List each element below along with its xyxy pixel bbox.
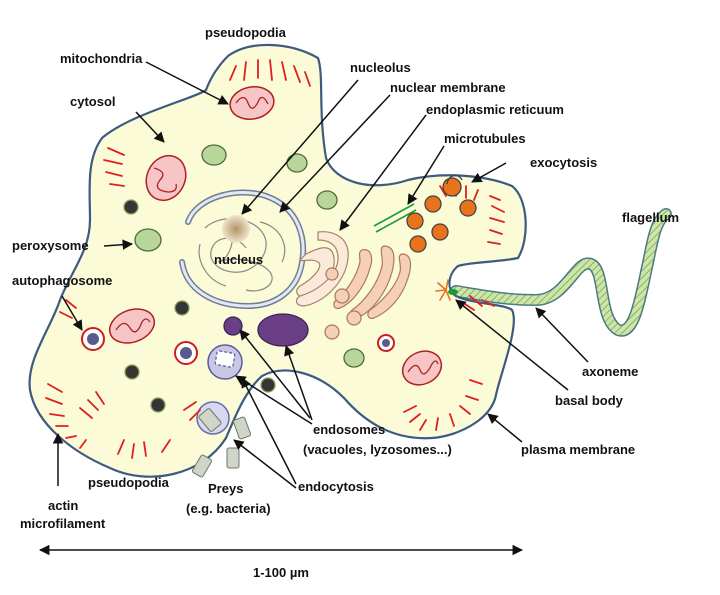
plasma-membrane — [28, 43, 527, 478]
flagellum-axoneme-pattern — [451, 209, 671, 336]
autophagosome — [377, 334, 395, 352]
leader-arrows — [52, 61, 589, 489]
prey-bacterium — [192, 454, 212, 478]
label-actin: actin — [48, 498, 78, 513]
label-microtubules: microtubules — [444, 131, 526, 146]
label-preys-example: (e.g. bacteria) — [186, 501, 271, 516]
label-plasma-membrane: plasma membrane — [521, 442, 635, 457]
endosome — [257, 313, 309, 347]
autophagosome — [81, 327, 105, 351]
phagosome-prey — [214, 350, 236, 368]
label-endosomes-detail: (vacuoles, lyzosomes...) — [303, 442, 452, 457]
autophagosome — [174, 341, 198, 365]
mitochondrion — [108, 308, 156, 344]
prey-bacterium — [198, 408, 222, 432]
label-exocytosis: exocytosis — [530, 155, 597, 170]
label-axoneme: axoneme — [582, 364, 638, 379]
label-endosomes: endosomes — [313, 422, 385, 437]
mitochondrion — [401, 350, 443, 386]
nucleolus — [222, 215, 250, 243]
label-scale: 1-100 µm — [253, 565, 309, 580]
peroxysome — [134, 228, 162, 252]
label-nuclear-membrane: nuclear membrane — [390, 80, 506, 95]
label-peroxysome: peroxysome — [12, 238, 89, 253]
prey-bacterium — [226, 447, 240, 469]
label-endocytosis: endocytosis — [298, 479, 374, 494]
granules — [123, 199, 276, 413]
nuclear-membrane-pore-layer — [180, 191, 305, 308]
peroxysome — [201, 144, 227, 166]
label-autophagosome: autophagosome — [12, 273, 112, 288]
label-pseudopodia-bottom: pseudopodia — [88, 475, 170, 490]
label-actin-microfilament: microfilament — [20, 516, 106, 531]
basal-body — [435, 279, 451, 301]
label-endoplasmic-reticulum: endoplasmic reticuum — [426, 102, 564, 117]
label-mitochondria: mitochondria — [60, 51, 143, 66]
label-flagellum: flagellum — [622, 210, 679, 225]
label-basal-body: basal body — [555, 393, 624, 408]
mitochondrion — [229, 86, 275, 120]
label-preys: Preys — [208, 481, 243, 496]
label-cytosol: cytosol — [70, 94, 116, 109]
endosome — [223, 316, 243, 336]
peroxysome — [286, 153, 308, 173]
prey-bacterium — [233, 416, 251, 440]
exocytosis-bud — [446, 174, 463, 185]
microtubules — [373, 203, 417, 233]
label-pseudopodia-top: pseudopodia — [205, 25, 287, 40]
exocytosis-vesicles — [406, 177, 477, 253]
mitochondrion — [145, 154, 187, 202]
peroxysome — [316, 190, 338, 210]
peroxysome — [343, 348, 365, 368]
label-nucleolus: nucleolus — [350, 60, 411, 75]
golgi-vesicles — [324, 267, 362, 340]
endoplasmic-reticulum — [295, 231, 349, 307]
basal-body-core — [448, 289, 458, 295]
label-nucleus: nucleus — [214, 252, 263, 267]
